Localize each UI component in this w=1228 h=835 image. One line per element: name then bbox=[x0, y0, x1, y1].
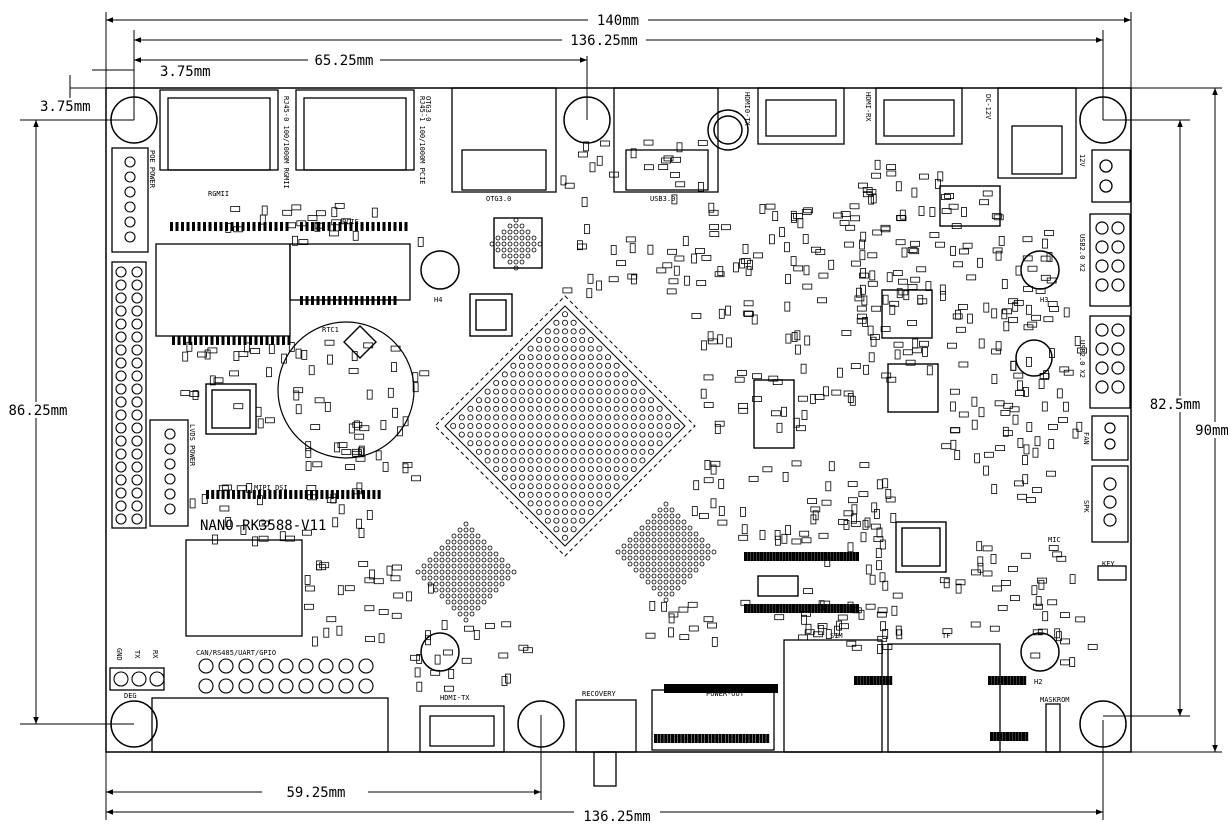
label-spk: SPK bbox=[1082, 500, 1090, 513]
header-pins bbox=[113, 156, 374, 694]
label-h4: H4 bbox=[434, 296, 442, 304]
label-usb3: USB3.0 bbox=[650, 195, 675, 203]
label-rj45-1: RJ45-1 100/1000M PCIE bbox=[418, 96, 426, 185]
dim-offset-top: 65.25mm bbox=[314, 53, 373, 69]
label-gnd: GND bbox=[115, 648, 123, 661]
label-poe-power: POE POWER bbox=[148, 150, 156, 189]
label-rx: RX bbox=[151, 650, 159, 659]
label-hdmi-rx: HDMI-RX bbox=[864, 92, 872, 122]
label-can: CAN/RS485/UART/GPIO bbox=[196, 649, 276, 657]
label-tf: TF bbox=[942, 632, 950, 640]
usb2-pins bbox=[1095, 221, 1125, 527]
ics bbox=[205, 185, 1001, 597]
label-h2: H2 bbox=[1034, 678, 1042, 686]
dim-total-width: 140mm bbox=[597, 13, 639, 29]
dim-hole-span-bottom: 136.25mm bbox=[583, 809, 650, 825]
dim-edge-offset-y: 3.75mm bbox=[40, 99, 91, 115]
top-connectors bbox=[159, 87, 1131, 203]
dim-hole-span-left: 86.25mm bbox=[8, 403, 67, 419]
rtc-battery bbox=[277, 321, 415, 459]
label-dc12v: DC-12V bbox=[984, 94, 992, 120]
dim-offset-bottom: 59.25mm bbox=[286, 785, 345, 801]
label-otg-top: OTG3.0 bbox=[424, 96, 432, 121]
label-sim: SIM bbox=[830, 632, 843, 640]
label-deg: DEG bbox=[124, 692, 137, 700]
label-rgmii: RGMII bbox=[208, 190, 229, 198]
label-rj45-0: RJ45-0 100/1000M RGMII bbox=[282, 96, 290, 189]
soc bbox=[434, 295, 696, 557]
passive-components bbox=[170, 139, 1098, 743]
label-maskrom: MASKROM bbox=[1040, 696, 1070, 704]
label-lvds-power: LVDS POWER bbox=[188, 424, 196, 467]
label-key: KEY bbox=[1102, 560, 1115, 568]
label-tx: TX bbox=[133, 650, 141, 659]
label-fan: FAN bbox=[1082, 432, 1090, 445]
label-hdmi0: HDMI0-TX bbox=[743, 92, 751, 127]
memory-chips bbox=[415, 217, 717, 623]
dim-total-height: 90mm bbox=[1195, 423, 1228, 439]
mounting-holes bbox=[110, 96, 1127, 748]
label-recovery: RECOVERY bbox=[582, 690, 617, 698]
label-h3: H3 bbox=[1040, 296, 1048, 304]
dim-hole-span-right: 82.5mm bbox=[1150, 397, 1201, 413]
bottom-connectors bbox=[419, 639, 1001, 787]
left-connectors bbox=[109, 147, 411, 753]
label-usb2-a: USB2.0 X2 bbox=[1078, 234, 1086, 272]
label-usb2-b: USB2.0 X2 bbox=[1078, 340, 1086, 378]
label-12v: 12V bbox=[1078, 154, 1086, 167]
dim-hole-span-top: 136.25mm bbox=[570, 33, 637, 49]
right-connectors bbox=[1045, 213, 1131, 753]
label-rtc: RTC1 bbox=[322, 326, 339, 334]
label-mic: MIC bbox=[1048, 536, 1061, 544]
label-otg: OTG3.0 bbox=[486, 195, 511, 203]
label-mipi-dsi: MIPI DSI bbox=[254, 484, 288, 492]
label-hdmi-tx: HDMI-TX bbox=[440, 694, 470, 702]
dim-edge-offset-x: 3.75mm bbox=[160, 64, 211, 80]
label-power-out: POWER-OUT bbox=[706, 690, 745, 698]
